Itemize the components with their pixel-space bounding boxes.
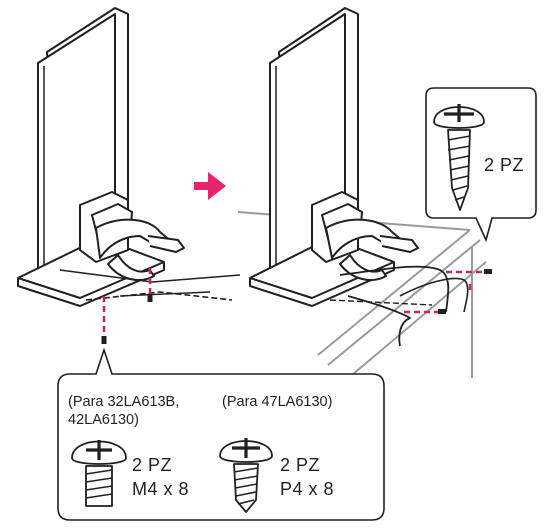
right-callout-quantity: 2 PZ — [484, 155, 525, 175]
tv-illustration-left — [17, 7, 241, 307]
machine-screw-p4-icon — [219, 438, 273, 513]
model-note-left-line1: (Para 32LA613B, — [68, 394, 180, 410]
next-step-arrow-icon — [194, 172, 226, 200]
wood-screw-icon — [433, 104, 485, 211]
callout-bottom-box — [57, 347, 385, 521]
tv-illustration-right — [249, 7, 469, 347]
screw-left-size: M4 x 8 — [132, 479, 190, 499]
screw-guide-lines-right — [404, 270, 484, 314]
machine-screw-m4-icon — [71, 440, 127, 507]
screw-marker-left — [101, 294, 153, 344]
model-note-left-line2: 42LA6130) — [68, 412, 139, 428]
screw-guide-lines-left — [102, 268, 152, 336]
screw-right-quantity: 2 PZ — [280, 455, 321, 475]
screw-marker-right — [438, 269, 492, 314]
screw-right-size: P4 x 8 — [280, 479, 335, 499]
screw-left-quantity: 2 PZ — [132, 455, 173, 475]
model-note-right: (Para 47LA6130) — [222, 394, 333, 410]
